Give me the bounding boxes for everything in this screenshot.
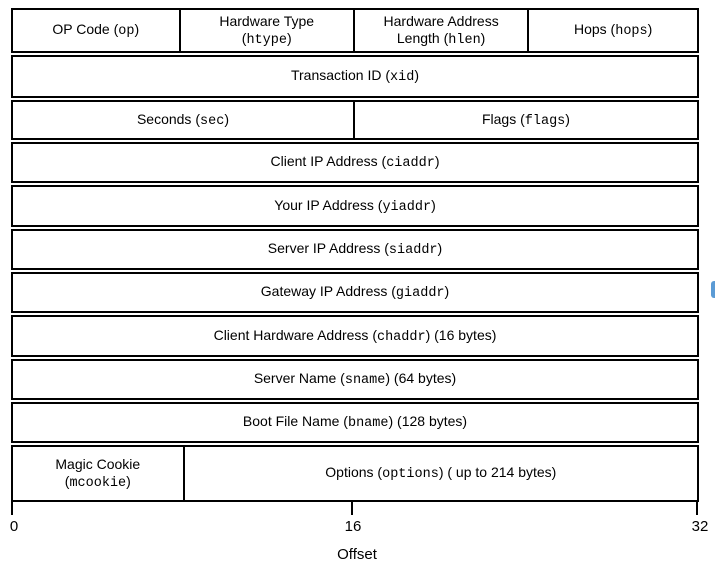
- field-cell-htype-label: Hardware Type(htype): [219, 12, 315, 48]
- field-cell-hops-label: Hops (hops): [573, 21, 653, 39]
- axis-tick-0: [11, 500, 13, 515]
- field-cell-op-label: OP Code (op): [52, 21, 140, 39]
- field-cell-chaddr-label: Client Hardware Address (chaddr) (16 byt…: [213, 326, 497, 345]
- field-cell-options-label: Options (options) ( up to 214 bytes): [325, 464, 557, 482]
- field-cell-op: OP Code (op): [13, 10, 179, 51]
- row-sec-flags: Seconds (sec) Flags (flags): [11, 100, 699, 140]
- field-cell-xid: Transaction ID (xid): [13, 57, 697, 96]
- field-cell-yiaddr-label: Your IP Address (yiaddr): [274, 196, 436, 215]
- field-cell-chaddr: Client Hardware Address (chaddr) (16 byt…: [13, 317, 697, 355]
- row-giaddr: Gateway IP Address (giaddr): [11, 272, 699, 313]
- axis-tick-16: [351, 500, 353, 515]
- field-cell-mcookie-label: Magic Cookie(mcookie): [55, 455, 141, 491]
- axis-tick-label-16: 16: [344, 518, 362, 535]
- row-sname: Server Name (sname) (64 bytes): [11, 359, 699, 400]
- axis-tick-label-0: 0: [9, 518, 19, 535]
- field-cell-flags: Flags (flags): [352, 102, 697, 138]
- row-mcookie-options: Magic Cookie(mcookie) Options (options) (…: [11, 445, 699, 502]
- row-chaddr: Client Hardware Address (chaddr) (16 byt…: [11, 315, 699, 357]
- field-cell-bname: Boot File Name (bname) (128 bytes): [13, 404, 697, 441]
- field-cell-sname: Server Name (sname) (64 bytes): [13, 361, 697, 398]
- field-cell-sec-label: Seconds (sec): [136, 110, 229, 129]
- field-cell-giaddr-label: Gateway IP Address (giaddr): [260, 283, 450, 301]
- row-ciaddr: Client IP Address (ciaddr): [11, 142, 699, 183]
- row-op-htype-hlen-hops: OP Code (op) Hardware Type(htype) Hardware…: [11, 8, 699, 53]
- field-cell-ciaddr-label: Client IP Address (ciaddr): [270, 153, 440, 171]
- field-cell-mcookie: Magic Cookie(mcookie): [13, 447, 183, 500]
- blue-edge-artifact: [711, 281, 715, 298]
- row-yiaddr: Your IP Address (yiaddr): [11, 185, 699, 227]
- field-cell-sname-label: Server Name (sname) (64 bytes): [253, 370, 457, 388]
- field-cell-giaddr: Gateway IP Address (giaddr): [13, 274, 697, 311]
- field-cell-hops: Hops (hops): [527, 10, 697, 51]
- field-cell-ciaddr: Client IP Address (ciaddr): [13, 144, 697, 181]
- field-cell-siaddr: Server IP Address (siaddr): [13, 231, 697, 268]
- row-xid: Transaction ID (xid): [11, 55, 699, 98]
- axis-title-offset: Offset: [337, 546, 377, 563]
- axis-tick-32: [696, 500, 698, 515]
- row-bname: Boot File Name (bname) (128 bytes): [11, 402, 699, 443]
- packet-diagram: OP Code (op) Hardware Type(htype) Hardware…: [11, 8, 699, 504]
- field-cell-xid-label: Transaction ID (xid): [290, 67, 420, 85]
- row-siaddr: Server IP Address (siaddr): [11, 229, 699, 270]
- field-cell-bname-label: Boot File Name (bname) (128 bytes): [242, 413, 468, 431]
- field-cell-sec: Seconds (sec): [13, 102, 353, 138]
- field-cell-htype: Hardware Type(htype): [178, 10, 353, 51]
- field-cell-siaddr-label: Server IP Address (siaddr): [267, 240, 443, 258]
- field-cell-flags-label: Flags (flags): [481, 110, 570, 129]
- field-cell-options: Options (options) ( up to 214 bytes): [182, 447, 697, 500]
- axis-tick-label-32: 32: [691, 518, 709, 535]
- field-cell-yiaddr: Your IP Address (yiaddr): [13, 187, 697, 225]
